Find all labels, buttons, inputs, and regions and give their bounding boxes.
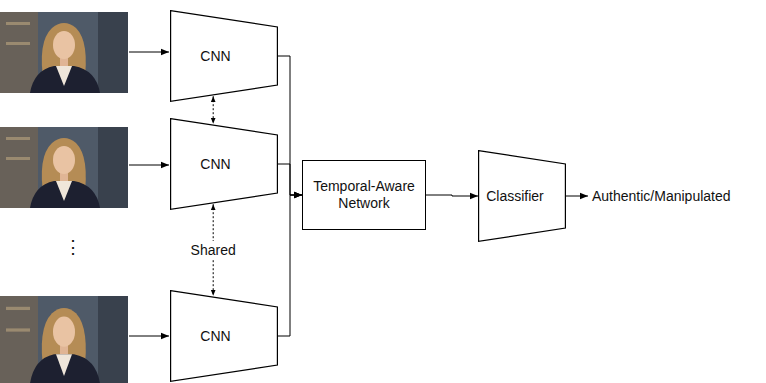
cnn-trapezoid: CNN xyxy=(170,118,278,210)
node-text: CNN xyxy=(200,328,230,345)
trapezoid-shape xyxy=(171,119,278,210)
feature-arrow xyxy=(278,56,302,195)
ellipsis: ⋮ xyxy=(64,236,82,258)
node-text: Classifier xyxy=(486,188,544,205)
node-text: Temporal-Aware Network xyxy=(311,178,417,212)
cnn-trapezoid: CNN xyxy=(170,290,278,382)
trapezoid-shape xyxy=(171,291,278,382)
output-label: Authentic/Manipulated xyxy=(592,188,731,204)
feature-arrow xyxy=(278,195,302,336)
input-arrow xyxy=(129,165,169,166)
classifier-trapezoid: Classifier xyxy=(478,150,566,242)
feature-arrow xyxy=(426,195,478,196)
trapezoid-shape xyxy=(479,151,566,242)
video-frame xyxy=(0,127,128,208)
feature-arrow xyxy=(278,164,302,195)
trapezoid-shape xyxy=(171,11,278,102)
node-text: CNN xyxy=(200,156,230,173)
shared-weights-link xyxy=(213,96,214,124)
video-frame xyxy=(0,12,128,93)
output-arrow xyxy=(563,196,588,197)
input-arrow xyxy=(129,52,169,53)
edge-label: Shared xyxy=(189,241,238,259)
node-text: CNN xyxy=(200,48,230,65)
video-frame xyxy=(0,296,128,383)
network-box: Temporal-Aware Network xyxy=(302,160,426,230)
cnn-trapezoid: CNN xyxy=(170,10,278,102)
input-arrow xyxy=(129,336,169,337)
